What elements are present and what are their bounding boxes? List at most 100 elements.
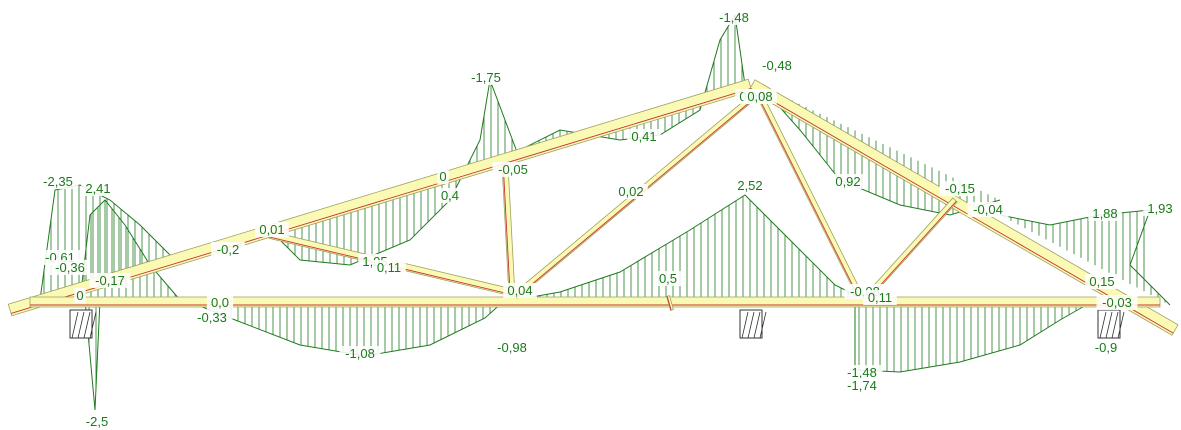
value-label-text: 0,08 (747, 89, 772, 104)
value-label: 0,08 (743, 89, 777, 104)
top-chord-right (748, 79, 1179, 336)
value-label-text: 2,41 (85, 181, 110, 196)
value-label-bg (733, 178, 767, 193)
moment-diagram (514, 194, 866, 301)
value-label-bg (1085, 274, 1119, 289)
value-label-text: 1,88 (1092, 206, 1117, 221)
value-label-text: -0,05 (498, 162, 528, 177)
value-label: -1,48 (841, 365, 883, 380)
value-label-text: 0,11 (377, 260, 401, 275)
value-label: 0,01 (255, 222, 289, 237)
value-label: -0,2 (211, 242, 245, 257)
value-label-bg (503, 283, 537, 298)
value-label-bg (255, 222, 289, 237)
value-label: -1,74 (841, 378, 883, 393)
value-label-text: -0,04 (973, 202, 1003, 217)
moment-diagram (854, 299, 1096, 373)
value-label: 2,52 (733, 178, 767, 193)
value-label: 1,88 (1088, 206, 1122, 221)
value-label: 0,11 (372, 260, 406, 275)
value-label-bg (841, 378, 883, 393)
value-label: -0,9 (1089, 340, 1123, 355)
support-hatch (71, 311, 79, 339)
value-label: 0,92 (831, 174, 865, 189)
value-label: -0,98 (491, 340, 533, 355)
support (69, 309, 97, 339)
value-label: 1,93 (1143, 201, 1177, 216)
value-label-bg (206, 295, 234, 310)
value-label-text: -2,35 (43, 174, 73, 189)
value-label: -0,04 (967, 202, 1009, 217)
top-chord-left-axis (10, 88, 752, 314)
value-label-bg (967, 202, 1009, 217)
value-label-text: 2,52 (737, 178, 762, 193)
value-label-text: 0,4 (441, 188, 459, 203)
value-label-bg (80, 414, 114, 429)
value-label: 0,0 (206, 295, 234, 310)
truss-members (7, 78, 1179, 336)
value-label-text: -0,33 (197, 310, 227, 325)
support (739, 309, 767, 339)
value-label-text: -0,2 (217, 242, 239, 257)
value-label-text: -2,5 (86, 414, 108, 429)
diagram-outline (514, 194, 866, 301)
value-label-bg (627, 129, 661, 144)
value-label-bg (211, 242, 245, 257)
value-label-bg (49, 260, 91, 275)
value-label-text: -0,98 (497, 340, 527, 355)
web-vertical (501, 164, 516, 297)
web-right-diagonal-axis (759, 100, 859, 298)
value-label-text: 0 (439, 169, 446, 184)
value-label: 0,02 (614, 184, 648, 199)
value-label: -0,33 (191, 310, 233, 325)
value-label: 0,15 (1085, 274, 1119, 289)
support-hatch (89, 311, 97, 339)
value-label: 0,5 (654, 271, 682, 286)
value-label: 0 (437, 169, 449, 184)
value-label-text: -0,48 (762, 58, 792, 73)
value-label-bg (492, 162, 534, 177)
value-label-bg (614, 184, 648, 199)
value-label-bg (756, 58, 798, 73)
value-label-text: 0,04 (507, 283, 532, 298)
value-label-bg (831, 174, 865, 189)
value-label-bg (841, 365, 883, 380)
diagram-outline (999, 209, 1171, 306)
support-hatch (1117, 311, 1125, 339)
value-label-bg (437, 169, 449, 184)
value-label: -1,48 (713, 10, 755, 25)
value-label-text: -0,15 (945, 181, 975, 196)
value-label-text: 0,0 (211, 295, 229, 310)
value-label-text: 0 (76, 288, 83, 303)
value-label: 0,11 (863, 290, 897, 305)
value-label: 2,41 (81, 181, 115, 196)
web-right-diagonal (758, 98, 864, 298)
value-label-bg (491, 340, 533, 355)
value-label-text: -1,08 (345, 346, 375, 361)
value-label: 0 (74, 288, 86, 303)
web-far-right-body (867, 197, 958, 297)
value-label-bg (1096, 295, 1138, 310)
diagram-outline (759, 84, 1001, 216)
value-label-bg (81, 181, 115, 196)
bottom-chord (29, 296, 1161, 308)
top-chord-right-body (748, 79, 1179, 336)
value-label-bg (37, 174, 79, 189)
web-far-right-axis (871, 200, 957, 296)
web-vertical-axis (502, 165, 511, 297)
value-label: -0,48 (756, 58, 798, 73)
value-label-bg (89, 273, 131, 288)
support (1097, 309, 1125, 339)
value-label-text: -0,9 (1095, 340, 1117, 355)
value-label-bg (465, 70, 507, 85)
value-label-text: 0,11 (868, 290, 892, 305)
value-label-text: 0,41 (631, 129, 656, 144)
value-label-text: 0,5 (659, 271, 677, 286)
value-label-bg (939, 181, 981, 196)
value-label-text: 0,01 (259, 222, 284, 237)
value-label: -2,35 (37, 174, 79, 189)
value-label: -0,15 (939, 181, 981, 196)
support-hatch (77, 311, 85, 339)
support-hatch (1111, 311, 1119, 339)
